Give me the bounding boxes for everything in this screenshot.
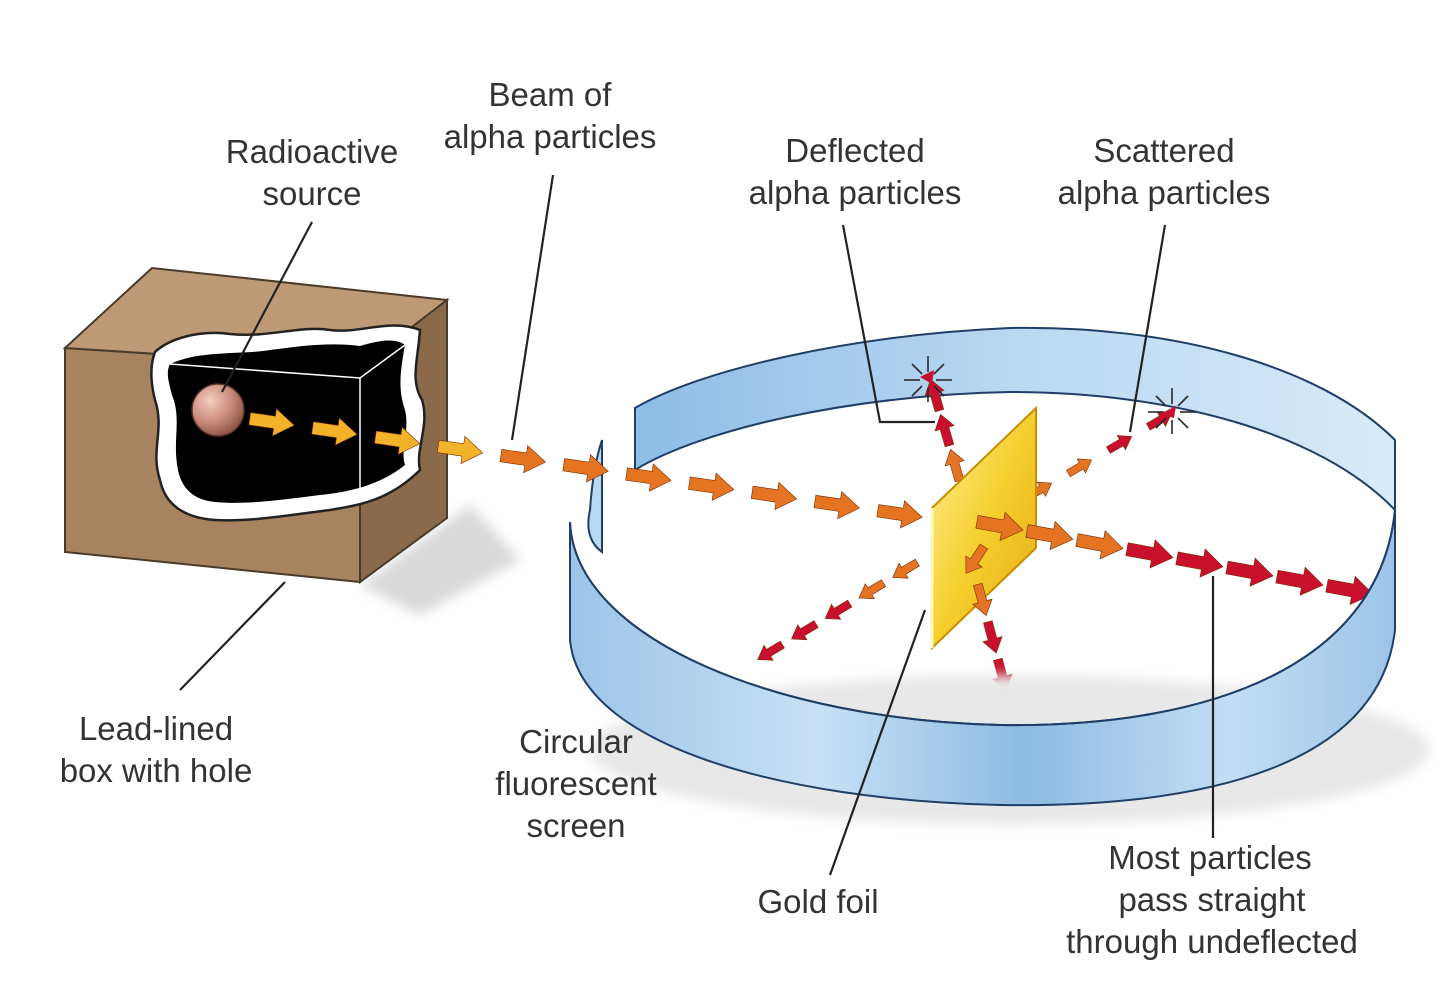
label-screen: Circular fluorescent screen bbox=[495, 723, 656, 844]
arrow-icon bbox=[1175, 548, 1224, 578]
arrow-icon bbox=[1066, 458, 1093, 478]
leader-lead-box bbox=[179, 581, 286, 691]
arrow-icon bbox=[1075, 530, 1124, 560]
svg-text:Most particles: Most particles bbox=[1108, 839, 1312, 876]
arrow-icon bbox=[1125, 539, 1174, 569]
alpha-particle-beam-front bbox=[965, 511, 1374, 692]
label-gold-foil: Gold foil bbox=[757, 883, 878, 920]
arrow-icon bbox=[972, 582, 993, 617]
svg-text:Gold foil: Gold foil bbox=[757, 883, 878, 920]
arrow-icon bbox=[499, 444, 546, 474]
arrow-icon bbox=[757, 640, 785, 661]
svg-text:alpha particles: alpha particles bbox=[1058, 174, 1271, 211]
svg-text:alpha particles: alpha particles bbox=[749, 174, 962, 211]
arrow-icon bbox=[876, 500, 923, 529]
arrow-icon bbox=[436, 435, 484, 465]
svg-text:through undeflected: through undeflected bbox=[1066, 923, 1358, 960]
svg-text:pass straight: pass straight bbox=[1118, 881, 1305, 918]
svg-text:alpha particles: alpha particles bbox=[444, 118, 657, 155]
svg-text:Radioactive: Radioactive bbox=[226, 133, 398, 170]
leader-gold-foil bbox=[828, 609, 927, 876]
arrow-icon bbox=[892, 558, 920, 579]
svg-text:source: source bbox=[262, 175, 361, 212]
svg-text:Circular: Circular bbox=[519, 723, 633, 760]
svg-text:Lead-lined: Lead-lined bbox=[79, 710, 233, 747]
arrow-icon bbox=[688, 472, 735, 501]
arrow-icon bbox=[934, 413, 955, 448]
arrow-icon bbox=[374, 426, 421, 455]
arrow-icon bbox=[944, 448, 965, 483]
label-deflected: Deflected alpha particles bbox=[749, 132, 962, 211]
arrow-icon bbox=[858, 579, 887, 600]
arrow-icon bbox=[790, 620, 819, 641]
label-beam: Beam of alpha particles bbox=[444, 76, 657, 155]
leader-beam bbox=[510, 174, 555, 441]
sphere-icon bbox=[191, 383, 245, 437]
alpha-particle-beam bbox=[248, 378, 1173, 661]
arrow-icon bbox=[1325, 575, 1374, 606]
svg-text:Beam of: Beam of bbox=[489, 76, 613, 113]
arrow-icon bbox=[1106, 435, 1133, 454]
lead-lined-box bbox=[62, 266, 520, 615]
arrow-icon bbox=[813, 490, 860, 520]
svg-text:screen: screen bbox=[526, 807, 625, 844]
label-most-particles: Most particles pass straight through und… bbox=[1066, 839, 1358, 960]
svg-text:box with hole: box with hole bbox=[60, 752, 253, 789]
svg-text:fluorescent: fluorescent bbox=[495, 765, 656, 802]
flash-icon bbox=[904, 356, 952, 402]
fluorescent-screen-front bbox=[569, 509, 1430, 825]
arrow-icon bbox=[965, 543, 989, 574]
arrow-icon bbox=[625, 463, 672, 492]
arrow-icon bbox=[824, 599, 853, 620]
arrow-icon bbox=[562, 454, 609, 483]
leader-scattered bbox=[1128, 224, 1167, 433]
arrow-icon bbox=[750, 481, 798, 511]
svg-text:Deflected: Deflected bbox=[785, 132, 924, 169]
svg-text:Scattered: Scattered bbox=[1093, 132, 1234, 169]
arrow-icon bbox=[248, 408, 295, 437]
label-scattered: Scattered alpha particles bbox=[1058, 132, 1271, 211]
leader-lines bbox=[179, 174, 1215, 876]
arrow-icon bbox=[1225, 557, 1274, 587]
arrow-icon bbox=[1275, 566, 1324, 596]
arrow-icon bbox=[982, 620, 1003, 654]
leader-deflected bbox=[841, 224, 935, 424]
arrow-icon bbox=[1025, 520, 1074, 551]
label-radioactive-source: Radioactive source bbox=[226, 133, 398, 212]
label-lead-box: Lead-lined box with hole bbox=[60, 710, 253, 789]
arrow-icon bbox=[1146, 411, 1173, 431]
flash-icon bbox=[1148, 388, 1196, 434]
arrow-icon bbox=[975, 511, 1024, 542]
arrow-icon bbox=[924, 378, 945, 413]
arrow-icon bbox=[311, 417, 358, 446]
leader-radioactive-source bbox=[221, 221, 313, 393]
